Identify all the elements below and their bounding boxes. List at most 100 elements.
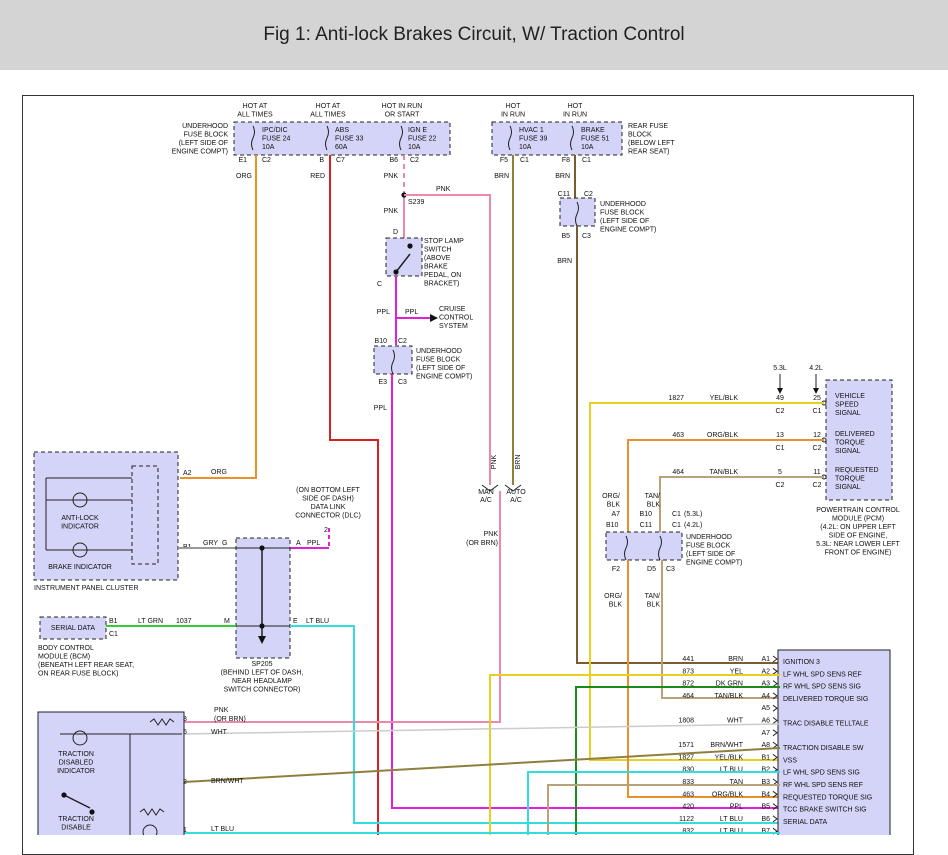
wire-label: BRN bbox=[557, 258, 572, 265]
org-blk-wire-ebcm bbox=[627, 560, 780, 798]
pin-label: E bbox=[293, 618, 298, 625]
pin-label: C11 bbox=[558, 191, 570, 198]
pin-label: F5 bbox=[500, 157, 508, 164]
pin-label: B1 bbox=[761, 754, 770, 761]
figure-title: Fig 1: Anti-lock Brakes Circuit, W/ Trac… bbox=[263, 24, 685, 45]
pin-label: 13 bbox=[776, 432, 784, 439]
sp205-label: SWITCH CONNECTOR) bbox=[224, 687, 301, 694]
tan-wire-833 bbox=[547, 784, 780, 835]
pin-label: G bbox=[222, 540, 227, 547]
connector-label: C2 bbox=[813, 482, 822, 489]
underhood-fuse-block-label: ENGINE COMPT) bbox=[172, 149, 228, 156]
tan-blk-wire-ebcm bbox=[661, 560, 780, 699]
wire-label: GRY bbox=[203, 540, 218, 547]
engine-note: (5.3L) bbox=[684, 511, 702, 518]
sp205-label: NEAR HEADLAMP bbox=[232, 678, 292, 685]
fuse-brake-label: BRAKE bbox=[581, 127, 605, 134]
cruise-control-label: CONTROL bbox=[439, 315, 473, 322]
switch-pole bbox=[89, 809, 95, 815]
connector-label: C2 bbox=[776, 408, 785, 415]
bcm-label: MODULE (BCM) bbox=[38, 654, 90, 661]
circuit-number: 1827 bbox=[678, 754, 694, 761]
dlc-label: CONNECTOR (DLC) bbox=[295, 513, 361, 520]
circuit-number: 463 bbox=[672, 432, 684, 439]
pin-label: A1 bbox=[761, 656, 770, 663]
hot-at-all-times-label: HOT AT bbox=[316, 103, 341, 110]
hot-in-run-label: HOT bbox=[568, 103, 584, 110]
pin-label: B10 bbox=[606, 522, 619, 529]
ebcm-pin-label: LF WHL SPD SENS SIG bbox=[783, 770, 860, 777]
traction-indicator-label: TRACTION bbox=[58, 751, 94, 758]
circuit-number: 1571 bbox=[678, 742, 694, 749]
fuse-symbol bbox=[391, 349, 395, 375]
figure-banner: Fig 1: Anti-lock Brakes Circuit, W/ Trac… bbox=[0, 0, 948, 70]
pcm-signal-label: SIGNAL bbox=[835, 448, 861, 455]
underhood-fuse-block-label: FUSE BLOCK bbox=[686, 543, 731, 550]
brn-wht-wire bbox=[183, 747, 781, 783]
fuse-ign-label: FUSE 22 bbox=[408, 136, 437, 143]
pin-label: C3 bbox=[582, 233, 591, 240]
pcm-signal-label: DELIVERED bbox=[835, 431, 875, 438]
pin-chevron bbox=[772, 815, 778, 823]
pin-label: A bbox=[296, 540, 301, 547]
powertrain-control-module bbox=[825, 379, 893, 501]
underhood-fuse-block-label: (LEFT SIDE OF bbox=[179, 140, 228, 147]
sp205-arrow bbox=[258, 636, 266, 644]
pin-label: B5 bbox=[561, 233, 570, 240]
pin-label: C1 bbox=[582, 157, 591, 164]
pin-label: C bbox=[377, 281, 382, 288]
wire-label: BRN bbox=[494, 173, 509, 180]
pcm-signal-label: SIGNAL bbox=[835, 484, 861, 491]
org-wire bbox=[180, 155, 257, 479]
fuse-ipc-label: FUSE 24 bbox=[262, 136, 291, 143]
wire-label: PPL bbox=[307, 540, 320, 547]
wire-color-label: TAN bbox=[730, 779, 743, 786]
switch-contact bbox=[395, 253, 411, 273]
circuit-number: 1808 bbox=[678, 718, 694, 725]
wire-label: PPL bbox=[377, 309, 390, 316]
pcm-label: SIDE OF ENGINE, bbox=[829, 533, 888, 540]
org-blk-wire bbox=[627, 439, 824, 532]
underhood-fuse-block-label: FUSE BLOCK bbox=[600, 210, 645, 217]
cruise-control-label: CRUISE bbox=[439, 306, 466, 313]
connector-label: C2 bbox=[813, 445, 822, 452]
rear-fuse-block-label: REAR FUSE bbox=[628, 123, 668, 130]
bcm-label: ON REAR FUSE BLOCK) bbox=[38, 671, 119, 678]
wire-color-label: LT BLU bbox=[720, 828, 743, 835]
ac-label: A/C bbox=[480, 497, 492, 504]
wire-color-label: LT BLU bbox=[720, 767, 743, 774]
pin-label: 25 bbox=[813, 395, 821, 402]
engine-arrowhead bbox=[813, 388, 819, 394]
ebcm-pin-label: LF WHL SPD SENS REF bbox=[783, 671, 862, 678]
wire-color-label: TAN/BLK bbox=[709, 469, 738, 476]
ltblu-wire bbox=[290, 625, 780, 824]
pin-label: 1 bbox=[183, 827, 187, 834]
red-wire bbox=[329, 155, 379, 835]
pcm-signal-label: VEHICLE bbox=[835, 393, 865, 400]
pin-label: 3 bbox=[183, 716, 187, 723]
stop-lamp-switch-label: SWITCH bbox=[424, 247, 452, 254]
fuse-symbol bbox=[508, 125, 512, 151]
pin-label: B10 bbox=[640, 511, 653, 518]
switch-pivot bbox=[393, 269, 399, 275]
hot-at-all-times-label: ALL TIMES bbox=[310, 112, 346, 119]
fuse-brake-label: 10A bbox=[581, 144, 594, 151]
circuit-number: 463 bbox=[682, 791, 694, 798]
pin-label: M bbox=[224, 618, 230, 625]
hot-in-run-label: IN RUN bbox=[501, 112, 525, 119]
underhood-fuse-block-right-mid bbox=[605, 531, 683, 561]
circuit-number: 441 bbox=[682, 656, 694, 663]
traction-indicator-icon bbox=[72, 730, 88, 746]
wire-color-label: WHT bbox=[727, 718, 744, 725]
pin-label: B3 bbox=[761, 779, 770, 786]
wire-label: RED bbox=[310, 173, 325, 180]
pin-label: C1 bbox=[520, 157, 529, 164]
pin-label: B7 bbox=[761, 828, 770, 835]
pin-label: C11 bbox=[640, 522, 652, 529]
wire-label: BLK bbox=[609, 602, 623, 609]
splice-label: S239 bbox=[408, 199, 424, 206]
ebcm-pin-label: SERIAL DATA bbox=[783, 819, 828, 826]
circuit-number: 1827 bbox=[668, 395, 684, 402]
switch-pole bbox=[407, 243, 413, 249]
fuse-ipc-label: 10A bbox=[262, 144, 275, 151]
